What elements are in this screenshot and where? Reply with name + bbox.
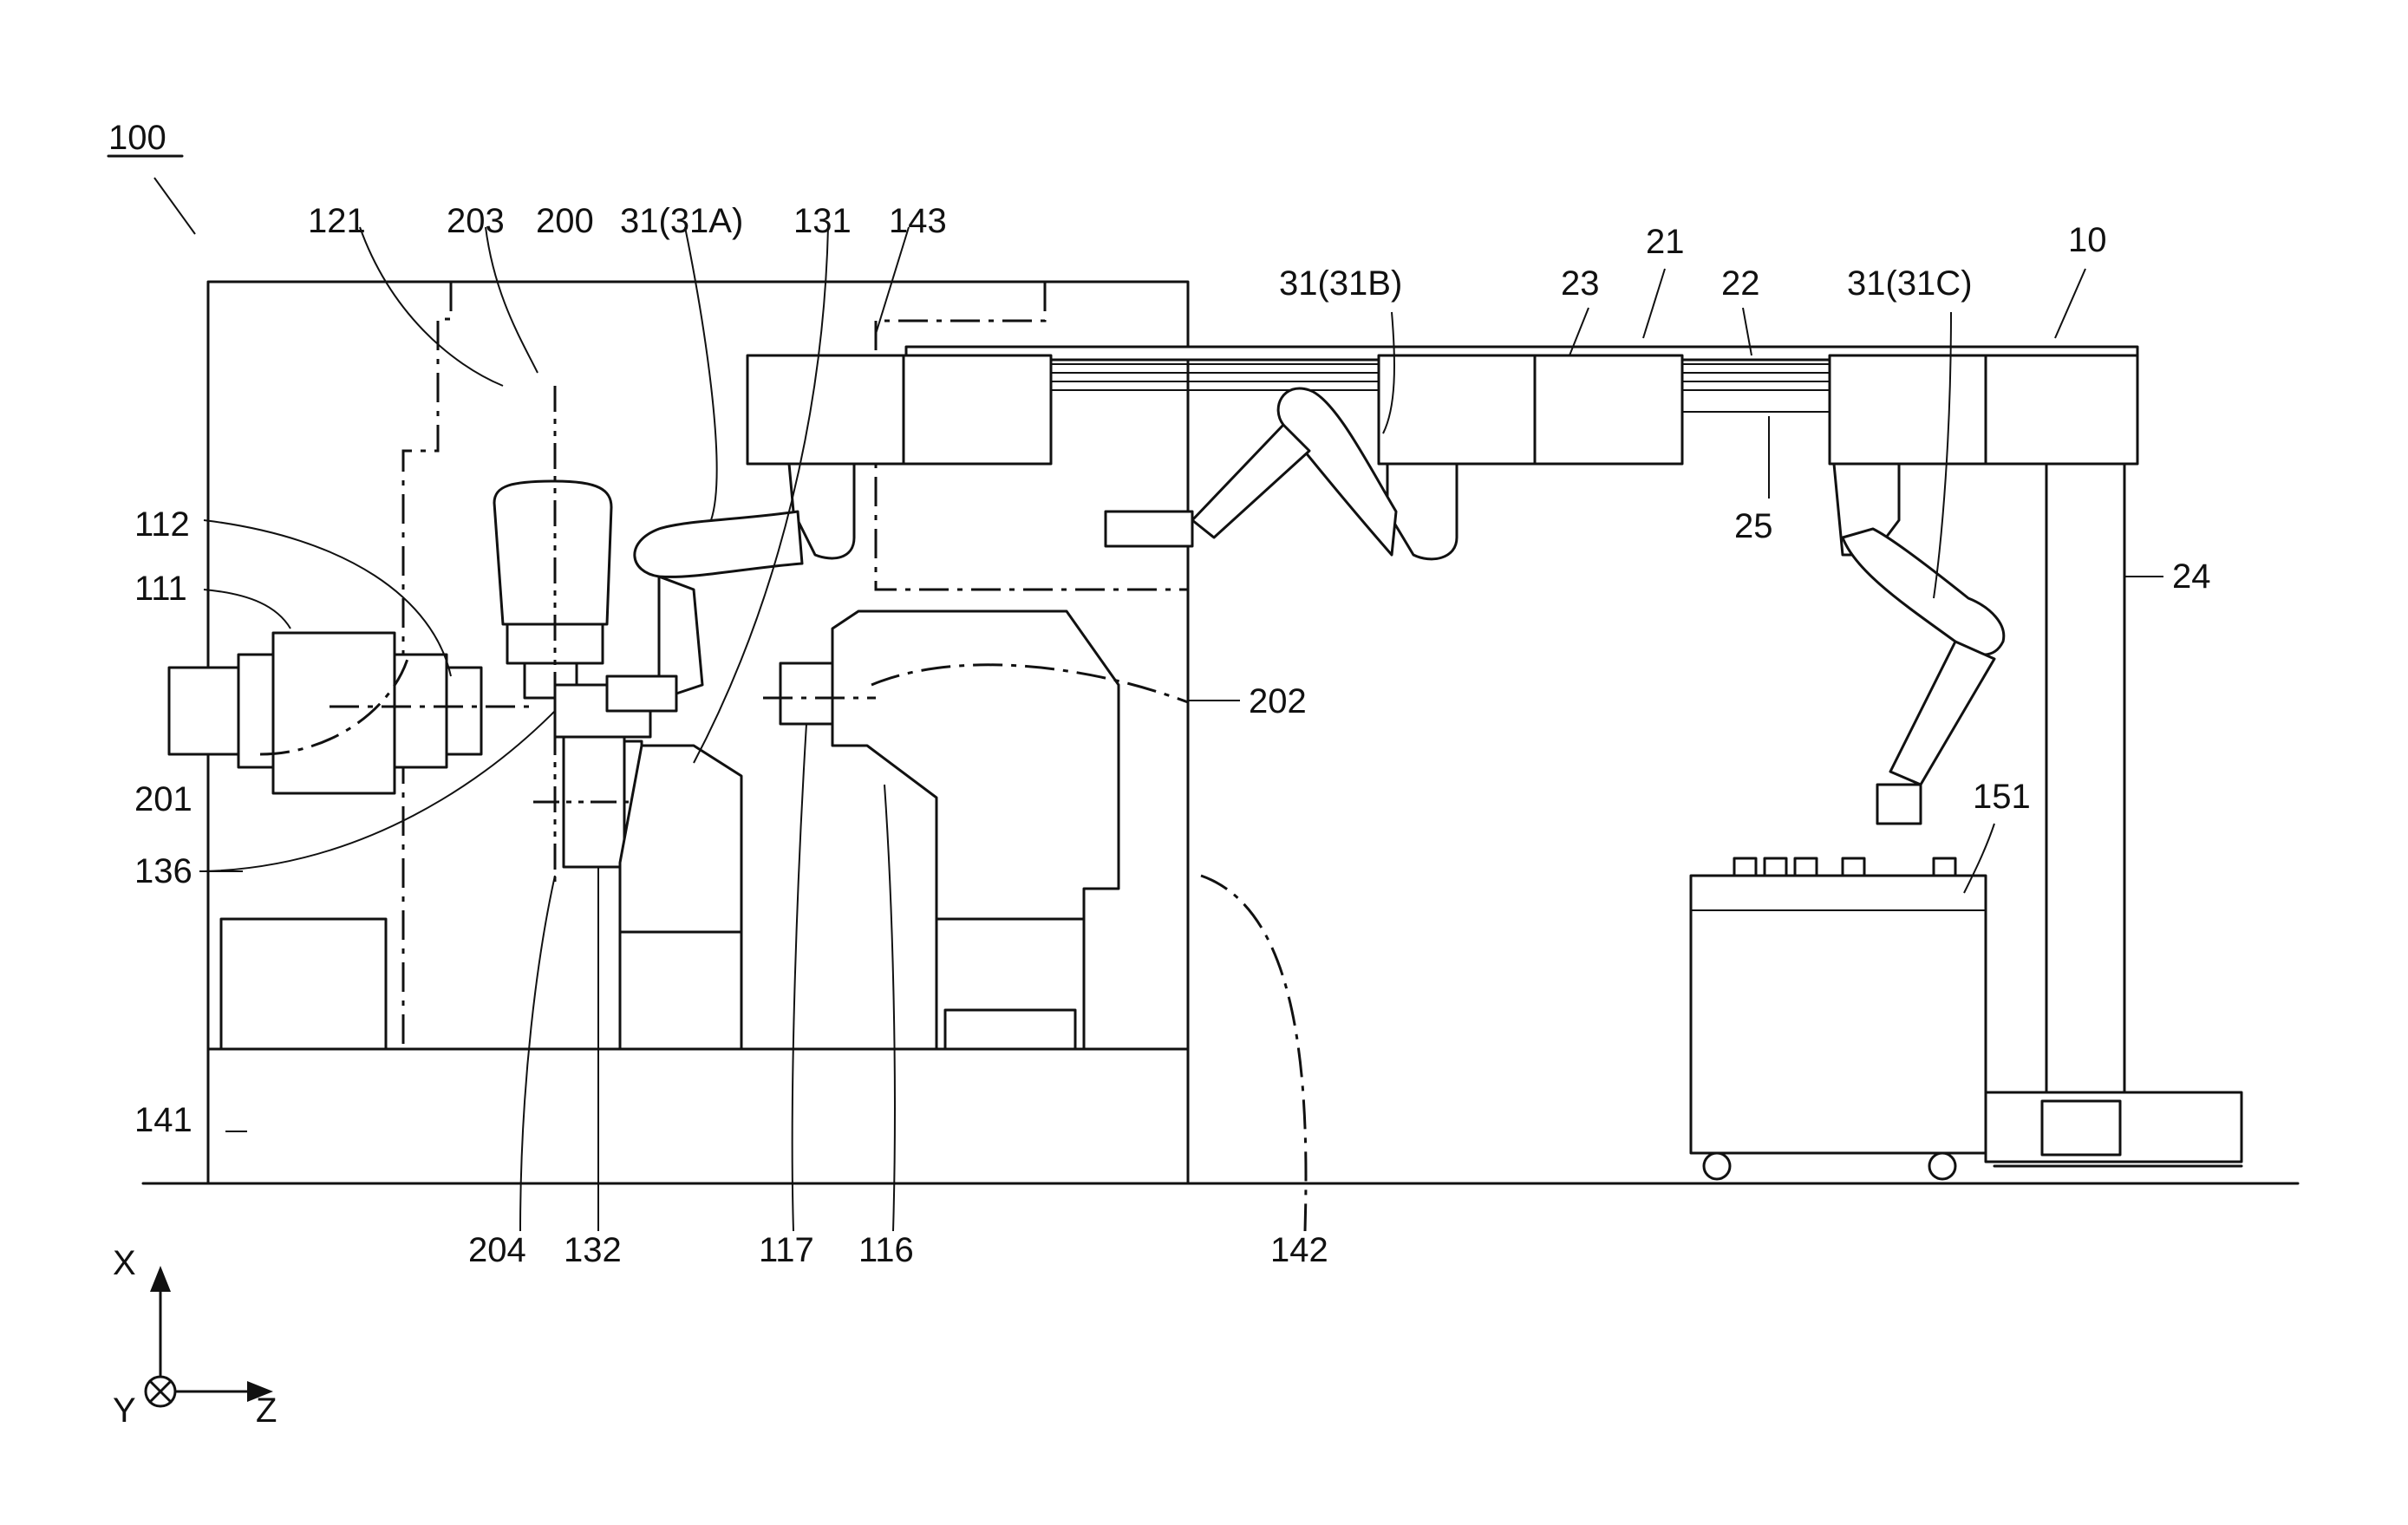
x-axis-label: X	[113, 1244, 136, 1282]
stocker-wheel-right	[1929, 1153, 1955, 1179]
carriage-c-left	[1830, 355, 1986, 464]
leader-142	[1201, 876, 1306, 1231]
tailstock-116	[832, 611, 1119, 919]
center-cabinet	[620, 932, 741, 1049]
label-116: 116	[858, 1231, 914, 1269]
label-31b: 31(31B)	[1279, 264, 1402, 303]
leader-10	[2055, 269, 2085, 338]
label-24: 24	[2172, 557, 2211, 596]
stocker-wheel-left	[1704, 1153, 1730, 1179]
carriage-a-right	[904, 355, 1051, 464]
label-136: 136	[134, 852, 193, 890]
right-cabinet-plinth	[945, 1010, 1075, 1049]
leader-21	[1643, 269, 1665, 338]
label-143: 143	[889, 202, 947, 240]
workpiece-3	[1795, 858, 1817, 876]
workpiece-1	[1734, 858, 1756, 876]
leader-204	[520, 876, 555, 1231]
label-151: 151	[1973, 778, 2031, 816]
spindle-motor	[169, 668, 238, 754]
workpiece-4	[1843, 858, 1864, 876]
robot-31b-hand	[1106, 512, 1192, 546]
robot-31a-hand	[607, 676, 676, 711]
headstock-111	[273, 633, 395, 793]
workpiece-stocker-151	[1691, 876, 1986, 1153]
robot-31b-forearm	[1192, 425, 1309, 538]
gantry-loader	[607, 347, 2242, 1179]
label-117: 117	[759, 1231, 814, 1269]
leader-117	[793, 724, 806, 1231]
label-204: 204	[468, 1231, 526, 1269]
label-10: 10	[2068, 221, 2107, 259]
carriage-b-left	[1379, 355, 1535, 464]
leader-100	[154, 178, 195, 234]
leader-116	[884, 785, 895, 1231]
chuck-112	[447, 668, 481, 754]
carriage-a-left	[747, 355, 904, 464]
robot-31c-upper-arm	[1843, 529, 2004, 655]
leader-111	[204, 590, 290, 629]
left-cabinet	[221, 919, 386, 1049]
label-112: 112	[134, 505, 190, 544]
tool-turret-121	[494, 481, 611, 624]
coordinate-axes: X Y Z	[113, 1244, 277, 1430]
label-31c: 31(31C)	[1847, 264, 1973, 303]
label-141: 141	[134, 1101, 193, 1139]
column-base-panel	[2042, 1101, 2120, 1155]
robot-31c-hand	[1877, 785, 1921, 824]
y-axis-label: Y	[113, 1391, 136, 1430]
label-25: 25	[1734, 507, 1773, 545]
label-31a: 31(31A)	[620, 202, 743, 240]
tailstock-quill-117	[780, 663, 832, 724]
workpiece-2	[1765, 858, 1786, 876]
leader-31a	[685, 227, 717, 520]
label-202: 202	[1249, 682, 1307, 720]
robot-31c-forearm	[1890, 642, 1994, 785]
x-arrowhead-icon	[150, 1266, 171, 1292]
label-201: 201	[134, 780, 193, 818]
label-132: 132	[564, 1231, 622, 1269]
leader-203	[486, 227, 538, 373]
turret-slide-131	[620, 746, 741, 932]
robot-31b-mount	[1387, 464, 1457, 559]
label-111: 111	[134, 570, 187, 608]
label-21: 21	[1646, 223, 1685, 261]
leader-121	[360, 227, 503, 386]
robot-31a-upper-arm	[635, 512, 802, 577]
z-axis-label: Z	[256, 1391, 277, 1430]
label-200: 200	[536, 202, 594, 240]
label-100: 100	[108, 119, 166, 157]
workpiece-5	[1934, 858, 1955, 876]
spindle-flange	[238, 655, 273, 767]
carriage-c-right	[1986, 355, 2137, 464]
label-22: 22	[1721, 264, 1760, 303]
label-23: 23	[1561, 264, 1600, 303]
label-131: 131	[793, 202, 852, 240]
column-24	[2046, 464, 2124, 1110]
label-142: 142	[1270, 1231, 1328, 1269]
carriage-b-right	[1535, 355, 1682, 464]
label-203: 203	[447, 202, 505, 240]
label-121: 121	[308, 202, 366, 240]
